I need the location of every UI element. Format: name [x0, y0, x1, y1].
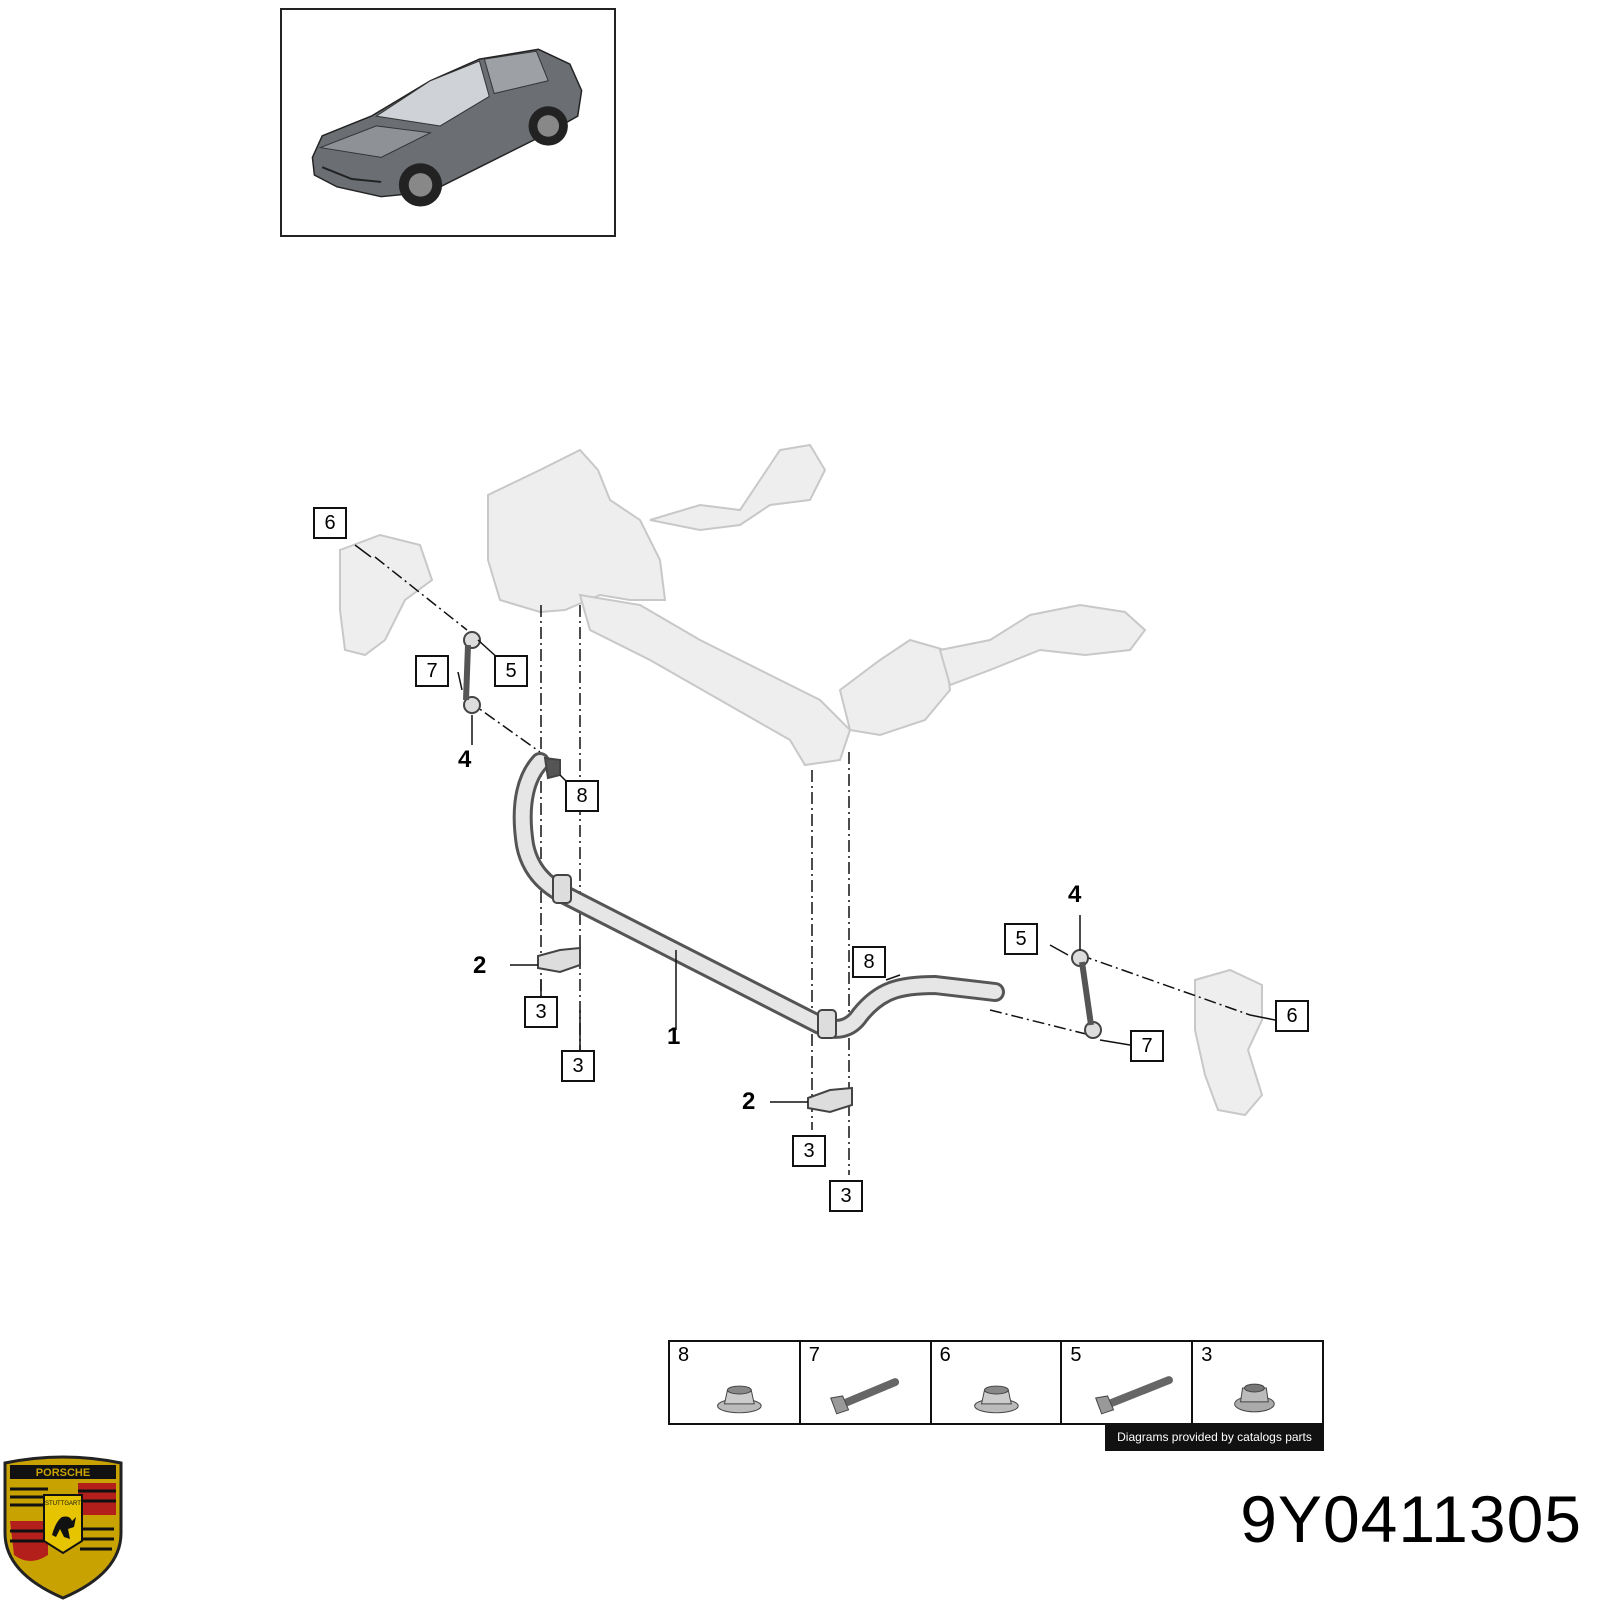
legend-cell-3[interactable]: 3: [1193, 1342, 1322, 1423]
bushings: [537, 756, 853, 1114]
coupling-links: [463, 631, 1102, 1039]
hex-bolt-short-icon: [829, 1378, 899, 1415]
stabilizer-bar: [512, 752, 1005, 1039]
callout-3-d[interactable]: 3: [829, 1180, 863, 1212]
callout-2-left[interactable]: 2: [473, 952, 487, 979]
svg-text:PORSCHE: PORSCHE: [36, 1467, 90, 1479]
callout-7-right[interactable]: 7: [1130, 1030, 1164, 1062]
collar-nut-icon: [1234, 1383, 1275, 1413]
callout-6-left[interactable]: 6: [313, 507, 347, 539]
front-subframe: [339, 443, 1264, 1117]
callout-7-left[interactable]: 7: [415, 655, 449, 687]
legend-number: 6: [939, 1344, 951, 1366]
callout-8-left[interactable]: 8: [565, 780, 599, 812]
callout-6-right[interactable]: 6: [1275, 1000, 1309, 1032]
callout-4-right[interactable]: 4: [1068, 881, 1082, 908]
callout-8-right[interactable]: 8: [852, 946, 886, 978]
callout-4-left[interactable]: 4: [458, 746, 472, 773]
legend-number: 7: [808, 1344, 820, 1366]
flange-nut-icon: [973, 1385, 1019, 1414]
legend-number: 5: [1070, 1344, 1082, 1366]
hex-bolt-long-icon: [1095, 1376, 1174, 1415]
legend-number: 8: [678, 1344, 690, 1366]
callout-2-right[interactable]: 2: [742, 1088, 756, 1115]
callout-1[interactable]: 1: [667, 1023, 681, 1050]
diagram-credit: Diagrams provided by catalogs parts: [1105, 1424, 1324, 1451]
vehicle-thumbnail: [280, 8, 616, 237]
legend-cell-6[interactable]: 6: [932, 1342, 1063, 1423]
callout-3-a[interactable]: 3: [524, 996, 558, 1028]
flange-nut-icon: [717, 1385, 762, 1414]
legend-number: 3: [1201, 1344, 1213, 1366]
callout-5-right[interactable]: 5: [1004, 923, 1038, 955]
legend-cell-7[interactable]: 7: [801, 1342, 932, 1423]
part-number: 9Y0411305: [1240, 1482, 1582, 1556]
callout-5-left[interactable]: 5: [494, 655, 528, 687]
callout-3-b[interactable]: 3: [561, 1050, 595, 1082]
legend-cell-5[interactable]: 5: [1062, 1342, 1194, 1423]
porsche-crest-icon: PORSCHE STUTTGART: [3, 1455, 123, 1600]
callout-3-c[interactable]: 3: [792, 1135, 826, 1167]
legend-cell-8[interactable]: 8: [670, 1342, 801, 1423]
vehicle-overview-icon: [311, 48, 583, 207]
svg-text:STUTTGART: STUTTGART: [45, 1501, 81, 1507]
fastener-legend: 8 7 6 5 3: [668, 1340, 1324, 1425]
